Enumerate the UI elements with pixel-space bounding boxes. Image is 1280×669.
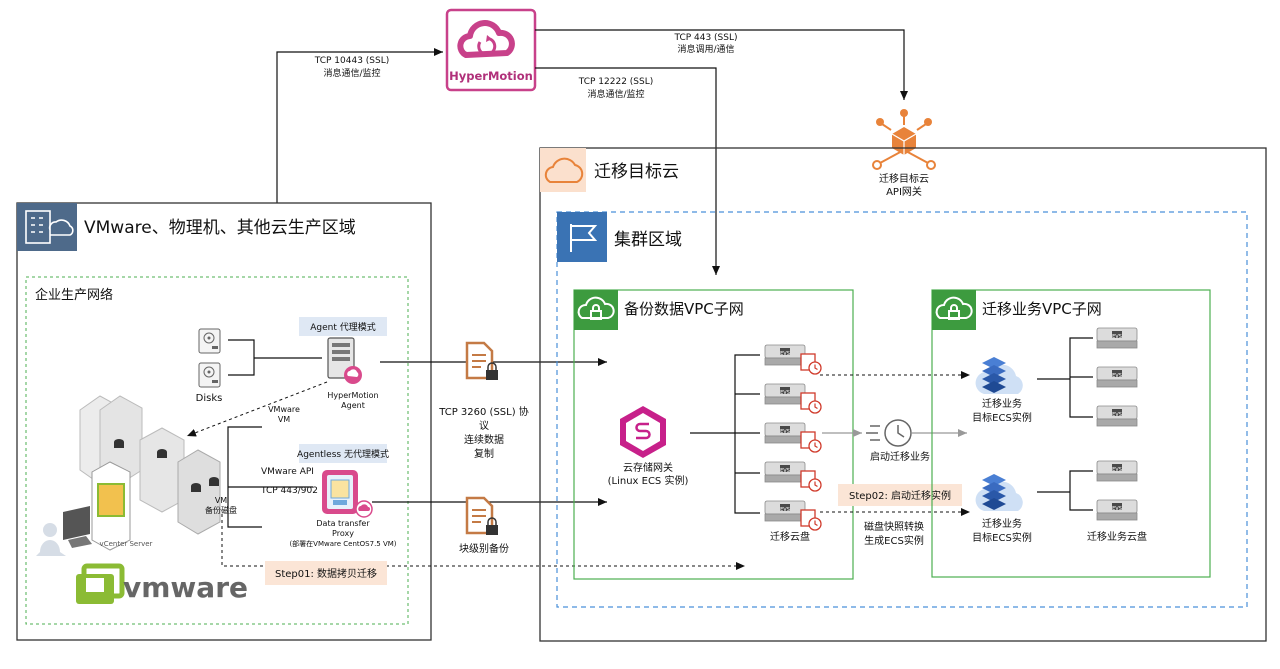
agent-label-1: HyperMotion xyxy=(327,391,378,400)
evs-disk-2 xyxy=(764,383,822,414)
link-right-purpose: 消息调用/通信 xyxy=(677,43,734,55)
iscsi-label-2: 议 xyxy=(479,420,489,432)
evs-disk-1 xyxy=(764,344,822,375)
evs-tag-2: EVS xyxy=(780,390,790,396)
evs-tag-1: EVS xyxy=(780,351,790,357)
tcp-ports-label: TCP 443/902 xyxy=(260,486,318,496)
evs-tag-4: EVS xyxy=(780,468,790,474)
clock-icon xyxy=(866,419,912,447)
evs-tag-10: EVS xyxy=(1112,506,1122,512)
ecs-instance-2-label-1: 迁移业务 xyxy=(982,517,1022,530)
ecs-instance-2-label-2: 目标ECS实例 xyxy=(972,531,1032,544)
vmware-vm-label-1: VMware xyxy=(268,405,300,414)
proxy-label-1: Data transfer xyxy=(316,519,370,528)
vm-backup-disk-label-1: VM xyxy=(215,496,227,505)
cluster-zone xyxy=(556,211,1248,608)
api-gateway-label-1: 迁移目标云 xyxy=(879,172,929,185)
api-gateway-icon xyxy=(872,109,936,170)
disk-icon-1 xyxy=(198,328,221,354)
ecs-instance-icon-2 xyxy=(975,474,1023,511)
datacenter-icon xyxy=(25,210,74,244)
block-backup-label: 块级别备份 xyxy=(459,542,509,555)
link-left-protocol: TCP 10443 (SSL) xyxy=(314,56,390,66)
flag-icon xyxy=(570,224,598,252)
business-vpc xyxy=(931,289,1211,578)
storage-gateway-icon xyxy=(620,406,666,458)
proxy-label-3: (部署在VMware CentOS7.5 VM) xyxy=(289,539,396,548)
business-disks-label: 迁移业务云盘 xyxy=(1087,530,1147,543)
migration-disks-label: 迁移云盘 xyxy=(770,530,810,543)
evs-disk-4 xyxy=(764,461,822,492)
evs-tag-5: EVS xyxy=(780,507,790,513)
target-cloud-title: 迁移目标云 xyxy=(594,162,679,182)
snapshot-convert-label-2: 生成ECS实例 xyxy=(864,534,924,547)
step02-label: Step02: 启动迁移实例 xyxy=(849,489,951,502)
agent-server-icon xyxy=(327,337,362,384)
vpc-lock-icon xyxy=(577,296,615,320)
evs-tag-8: EVS xyxy=(1112,412,1122,418)
backup-vpc-title: 备份数据VPC子网 xyxy=(624,300,744,318)
ecs-instance-1-label-2: 目标ECS实例 xyxy=(972,411,1032,424)
hypermotion-logo-icon xyxy=(457,20,515,58)
source-region-title: VMware、物理机、其他云生产区域 xyxy=(84,218,356,238)
evs-tag-6: EVS xyxy=(1112,334,1122,340)
agent-mode-label: Agent 代理模式 xyxy=(310,321,376,333)
evs-tag-7: EVS xyxy=(1112,373,1122,379)
ecs-instance-1-label-1: 迁移业务 xyxy=(982,397,1022,410)
ecs-instance-icon-1 xyxy=(975,357,1023,394)
proxy-label-2: Proxy xyxy=(332,529,354,538)
step01-label: Step01: 数据拷贝迁移 xyxy=(275,567,377,580)
vmware-vm-label-2: VM xyxy=(278,415,290,424)
document-lock-icon-2 xyxy=(465,496,498,535)
snapshot-convert-label-1: 磁盘快照转换 xyxy=(864,520,924,533)
disks-label: Disks xyxy=(196,393,223,404)
evs-tag-3: EVS xyxy=(780,429,790,435)
agentless-mode-label: Agentless 无代理模式 xyxy=(297,448,389,460)
top-connectors xyxy=(276,29,908,275)
hypermotion-node: HyperMotion xyxy=(445,8,537,92)
iscsi-label-1: TCP 3260 (SSL) 协 xyxy=(438,405,529,418)
vmware-api-label: VMware API xyxy=(261,467,314,477)
iscsi-label-3: 连续数据 xyxy=(464,433,504,446)
evs-disk-3 xyxy=(764,422,822,453)
disk-icon-2 xyxy=(198,362,221,388)
agent-label-2: Agent xyxy=(341,401,365,410)
api-gateway-label-2: API网关 xyxy=(886,185,922,198)
source-region xyxy=(16,202,432,641)
vm-backup-disk-label-2: 备份磁盘 xyxy=(205,505,237,515)
cluster-zone-title: 集群区域 xyxy=(614,230,682,250)
enterprise-network xyxy=(25,276,409,625)
vmware-logo-text: vmware xyxy=(123,571,248,604)
iscsi-label-4: 复制 xyxy=(474,447,494,460)
vmware-logo xyxy=(76,563,125,604)
document-lock-icon-1 xyxy=(465,341,498,380)
cloud-icon xyxy=(544,157,584,183)
vcenter-label: vCenter Server xyxy=(100,540,153,548)
storage-gateway-label-1: 云存储网关 xyxy=(623,461,673,474)
proxy-device-icon xyxy=(322,470,373,518)
link-middle-purpose: 消息通信/监控 xyxy=(587,88,644,100)
business-vpc-title: 迁移业务VPC子网 xyxy=(982,300,1102,318)
link-left-purpose: 消息通信/监控 xyxy=(323,67,380,79)
evs-tag-9: EVS xyxy=(1112,467,1122,473)
storage-gateway-label-2: (Linux ECS 实例) xyxy=(608,474,689,487)
evs-disk-5 xyxy=(764,500,822,531)
target-cloud-region xyxy=(539,147,1267,642)
enterprise-network-title: 企业生产网络 xyxy=(35,287,113,303)
link-middle-protocol: TCP 12222 (SSL) xyxy=(578,77,654,87)
hypermotion-title: HyperMotion xyxy=(449,69,533,83)
esxi-hosts-icon xyxy=(36,395,221,556)
link-right-protocol: TCP 443 (SSL) xyxy=(673,33,737,43)
start-migration-label: 启动迁移业务 xyxy=(870,450,930,463)
vpc-lock-icon xyxy=(935,296,973,320)
